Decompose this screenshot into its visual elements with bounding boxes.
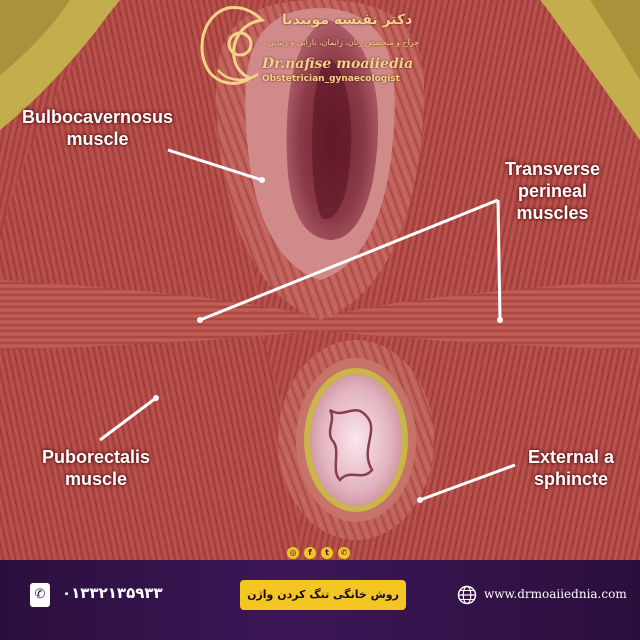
clinic-subtitle-fa: جراح و متخصص زنان، زایمان، نازایی و زیبا…	[268, 38, 420, 47]
article-title-banner[interactable]: روش خانگی تنگ کردن واژن	[240, 580, 406, 610]
leader-bulbocavernosus	[167, 148, 263, 182]
anal-opening	[310, 374, 402, 506]
label-external-sphincter: External a sphincte	[528, 447, 615, 489]
facebook-icon[interactable]: f	[304, 547, 316, 559]
leader-transverse-right	[496, 199, 502, 321]
label-puborectalis: Puborectalis muscle	[42, 447, 151, 489]
transverse-perineal-band	[0, 280, 640, 350]
leader-external-sphincter	[419, 463, 516, 502]
label-transverse-perineal: Transverse perineal muscles	[505, 159, 601, 223]
instagram-icon[interactable]: ◎	[287, 547, 299, 559]
phone-icon[interactable]: ✆	[30, 583, 50, 607]
clinic-logo-icon	[200, 6, 266, 85]
clinic-subtitle-en: Obstetrician_gynaecologist	[262, 74, 400, 84]
phone-number[interactable]: ۰۱۳۳۲۱۳۵۹۳۳	[62, 584, 163, 602]
twitter-icon[interactable]: t	[321, 547, 333, 559]
perineum-anatomy-illustration	[0, 0, 640, 560]
label-bulbocavernosus: Bulbocavernosus muscle	[22, 107, 174, 149]
clinic-name-en: Dr.nafise moaiiedia	[262, 56, 414, 72]
leader-puborectalis	[99, 396, 157, 442]
whatsapp-icon[interactable]: ✆	[338, 547, 350, 559]
leader-transverse-left	[199, 198, 499, 322]
website-link[interactable]: www.drmoaiiednia.com	[484, 587, 627, 601]
globe-icon	[457, 585, 477, 605]
clinic-name-fa: دکتر نفیسه موییدیا	[282, 12, 413, 28]
